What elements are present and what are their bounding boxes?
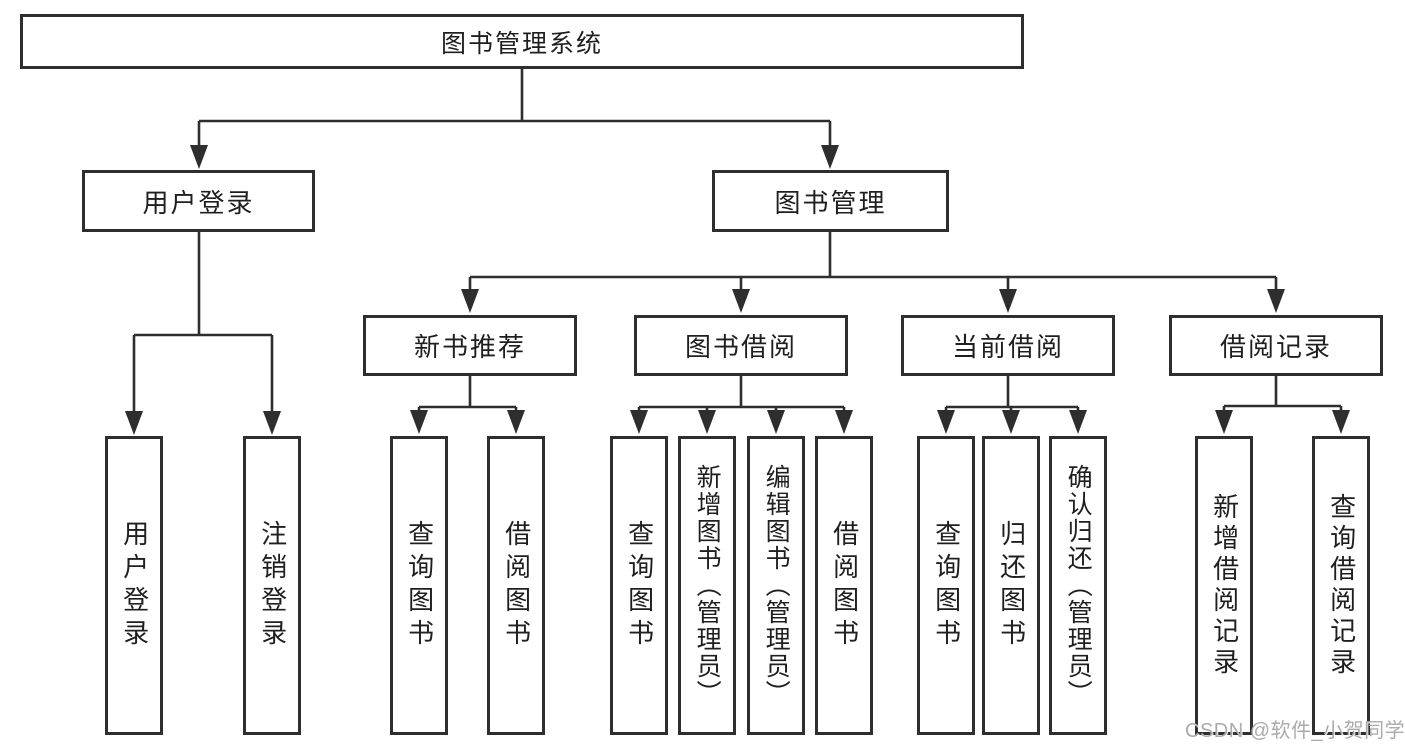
leaf-borrow-books: 借阅图书 <box>815 436 873 735</box>
leaf-query-books-borrow: 查询图书 <box>610 436 668 735</box>
leaf-user-login-label: 用户登录 <box>119 519 150 652</box>
node-borrow-records: 借阅记录 <box>1169 315 1383 376</box>
leaf-borrow-books-recommend-label: 借阅图书 <box>501 519 532 652</box>
node-book-management: 图书管理 <box>712 170 949 232</box>
node-new-book-recommend-label: 新书推荐 <box>413 332 526 362</box>
node-user-login: 用户登录 <box>82 170 315 232</box>
node-borrow-records-label: 借阅记录 <box>1219 332 1332 362</box>
leaf-borrow-books-label: 借阅图书 <box>829 519 860 652</box>
leaf-edit-books-admin: 编辑图书（管理员） <box>747 436 805 735</box>
leaf-logout-label: 注销登录 <box>257 519 288 652</box>
leaf-query-books-current-label: 查询图书 <box>931 519 962 652</box>
leaf-edit-books-admin-label: 编辑图书（管理员） <box>762 464 791 707</box>
leaf-return-books: 归还图书 <box>982 436 1040 735</box>
node-current-borrow-label: 当前借阅 <box>951 332 1064 362</box>
leaf-query-books-recommend-label: 查询图书 <box>404 519 435 652</box>
node-book-borrow: 图书借阅 <box>634 315 848 376</box>
leaf-query-books-recommend: 查询图书 <box>390 436 448 735</box>
node-user-login-label: 用户登录 <box>142 187 255 218</box>
leaf-query-books-borrow-label: 查询图书 <box>624 519 655 652</box>
leaf-add-borrow-record: 新增借阅记录 <box>1195 436 1253 735</box>
leaf-user-login: 用户登录 <box>105 436 163 735</box>
node-book-management-label: 图书管理 <box>774 187 887 218</box>
leaf-query-borrow-record-label: 查询借阅记录 <box>1326 492 1357 679</box>
node-new-book-recommend: 新书推荐 <box>363 315 577 376</box>
leaf-return-books-label: 归还图书 <box>996 519 1027 652</box>
node-current-borrow: 当前借阅 <box>901 315 1115 376</box>
leaf-add-books-admin: 新增图书（管理员） <box>678 436 736 735</box>
leaf-query-books-current: 查询图书 <box>917 436 975 735</box>
leaf-borrow-books-recommend: 借阅图书 <box>487 436 545 735</box>
leaf-logout: 注销登录 <box>243 436 301 735</box>
node-book-borrow-label: 图书借阅 <box>684 332 797 362</box>
leaf-add-borrow-record-label: 新增借阅记录 <box>1209 492 1240 679</box>
leaf-add-books-admin-label: 新增图书（管理员） <box>693 464 722 707</box>
node-root: 图书管理系统 <box>20 14 1024 69</box>
leaf-confirm-return-admin: 确认归还（管理员） <box>1049 436 1107 735</box>
leaf-query-borrow-record: 查询借阅记录 <box>1312 436 1370 735</box>
leaf-confirm-return-admin-label: 确认归还（管理员） <box>1064 464 1093 707</box>
csdn-watermark: CSDN @软件_小贺同学 <box>1185 720 1405 742</box>
node-root-label: 图书管理系统 <box>440 29 603 58</box>
